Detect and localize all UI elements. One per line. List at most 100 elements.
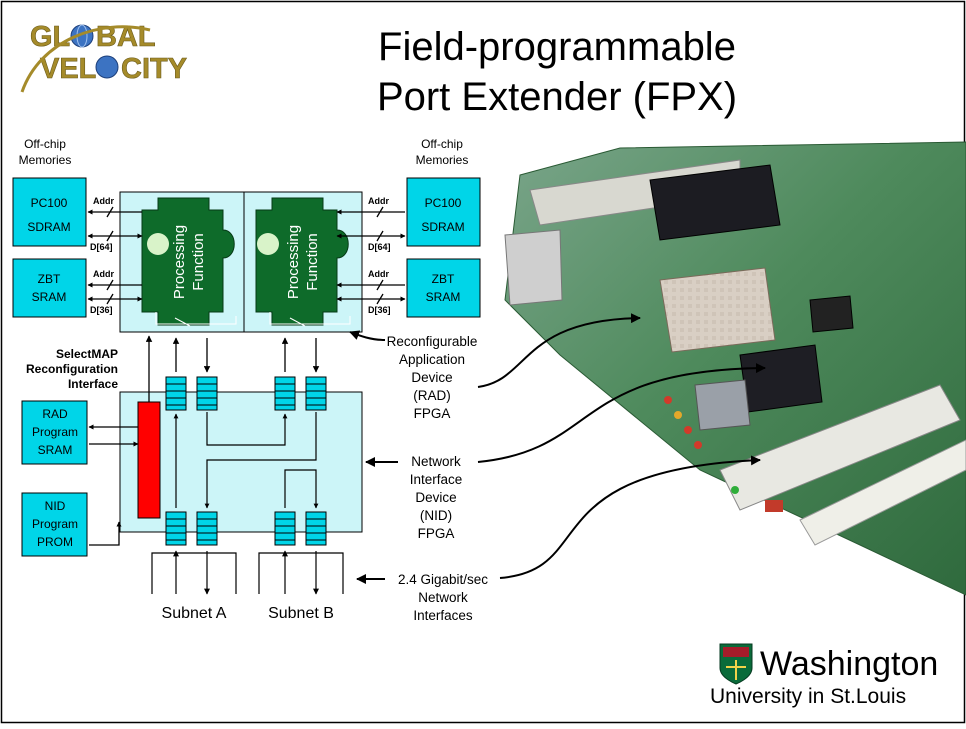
- selectmap-label: SelectMAP Reconfiguration Interface: [26, 347, 118, 391]
- nid-program-label-1: NID: [45, 499, 66, 513]
- network-callout-2: Network: [418, 590, 468, 605]
- rad-callout-3: Device: [411, 370, 452, 385]
- processing-left-return-path: [155, 312, 237, 325]
- rad-fpga-chip: [659, 267, 776, 353]
- left-sdram-addr-label: Addr: [93, 196, 114, 206]
- queue-top-left-a: [165, 376, 187, 411]
- nid-switch-paths: [173, 412, 319, 509]
- queue-top-left-b: [196, 376, 218, 411]
- rad-program-sram-box: RAD Program SRAM: [21, 400, 88, 465]
- logo-swoosh-icon: [20, 25, 151, 93]
- prom-chip: [694, 379, 751, 431]
- left-sdram-label-2: SDRAM: [27, 220, 70, 234]
- wustl-shield-icon: [719, 643, 753, 685]
- subnet-b-port: [258, 550, 344, 595]
- processing-label-right-1: Processing: [285, 225, 302, 299]
- right-memories-heading-2: Memories: [416, 153, 469, 167]
- nid-callout-5: FPGA: [418, 526, 455, 541]
- left-sram-addr-slash: [106, 279, 114, 291]
- rad-callout-left-arrow: [349, 330, 386, 341]
- right-memories-heading-1: Off-chip: [421, 137, 463, 151]
- right-sdram-label-1: PC100: [425, 196, 462, 210]
- processing-left-switch: [174, 317, 191, 327]
- left-sram-addr-label: Addr: [93, 269, 114, 279]
- right-sram-label-2: SRAM: [426, 290, 461, 304]
- rad-program-label-1: RAD: [42, 407, 68, 421]
- slide-title: Field-programmable Port Extender (FPX): [377, 25, 737, 119]
- logo-text-gl: GL: [30, 21, 70, 53]
- led-amber-icon: [674, 411, 682, 419]
- right-sdram-box: PC100 SDRAM: [406, 177, 481, 247]
- network-callout-board-arrow: [499, 455, 761, 579]
- subnet-a-port: [151, 550, 237, 595]
- nid-fpga-chip: [739, 344, 823, 413]
- right-sram-data-label: D[36]: [368, 305, 391, 315]
- processing-function-left-connector-icon: [147, 233, 169, 255]
- power-module: [649, 164, 781, 241]
- right-sdram-data-slash: [376, 230, 384, 242]
- processing-function-right: Processing Function: [255, 197, 351, 327]
- nid-path-4: [284, 469, 319, 509]
- program-links: [88, 424, 139, 546]
- processing-function-left: Processing Function: [141, 197, 237, 327]
- led-green-icon: [731, 486, 739, 494]
- selectmap-label-2: Reconfiguration: [26, 362, 118, 376]
- processing-right-switch: [289, 317, 306, 327]
- right-sdram-label-2: SDRAM: [421, 220, 464, 234]
- selectmap-bar: [137, 401, 161, 519]
- jumper-block: [765, 500, 783, 512]
- nid-program-label-2: Program: [32, 517, 78, 531]
- network-callout: 2.4 Gigabit/sec Network Interfaces: [398, 572, 488, 623]
- nid-program-link: [89, 521, 122, 546]
- right-sdram-addr-label: Addr: [368, 196, 389, 206]
- processing-label-left-2: Function: [190, 233, 207, 291]
- left-memories-heading-2: Memories: [19, 153, 72, 167]
- left-sram-data-label: D[36]: [90, 305, 113, 315]
- nid-callout-3: Device: [415, 490, 456, 505]
- nid-program-label-3: PROM: [37, 535, 73, 549]
- network-callout-3: Interfaces: [413, 608, 473, 623]
- long-connector: [719, 384, 961, 511]
- washington-wordmark: Washington: [760, 645, 938, 683]
- bus-labels: Addr D[64] Addr D[36] Addr D[64] Addr D[…: [90, 196, 391, 315]
- nid-callout-4: (NID): [420, 508, 452, 523]
- nid-callout-board-arrow: [477, 363, 766, 463]
- left-sram-box: ZBT SRAM: [12, 258, 87, 318]
- global-velocity-logo: GL BAL VEL CITY: [20, 21, 187, 93]
- processing-function-right-shape: [255, 197, 349, 326]
- left-sram-data-slash: [106, 293, 114, 305]
- queue-bottom-right-b: [305, 511, 327, 546]
- processing-function-left-shape: [141, 197, 235, 326]
- right-sram-addr-slash: [376, 279, 384, 291]
- queue-top-right-a: [274, 376, 296, 411]
- rad-callout: Reconfigurable Application Device (RAD) …: [387, 334, 478, 421]
- subnet-a-label: Subnet A: [162, 605, 227, 622]
- left-sdram-data-label: D[64]: [90, 242, 113, 252]
- subnet-b-bracket: [258, 552, 344, 594]
- left-sdram-box: PC100 SDRAM: [12, 177, 87, 247]
- network-callout-1: 2.4 Gigabit/sec: [398, 572, 488, 587]
- rad-callout-board-arrow: [477, 313, 641, 388]
- left-sdram-data-slash: [106, 230, 114, 242]
- queue-bottom-left-b: [196, 511, 218, 546]
- left-sram-label-2: SRAM: [32, 290, 67, 304]
- processing-label-right-2: Function: [304, 233, 321, 291]
- callout-arrows: [349, 313, 766, 584]
- nid-callout-2: Interface: [410, 472, 463, 487]
- rad-callout-2: Application: [399, 352, 465, 367]
- logo-text-vel: VEL: [40, 53, 96, 85]
- subnet-b-label: Subnet B: [268, 605, 334, 622]
- right-sram-box: ZBT SRAM: [406, 258, 481, 318]
- rad-nid-links: [172, 337, 320, 373]
- globe-icon-2: [95, 55, 119, 79]
- washington-university-logo: Washington University in St.Louis: [710, 643, 938, 708]
- processing-right-return-path: [269, 312, 351, 325]
- nid-path-3: [204, 412, 317, 509]
- edge-connector-bottom: [799, 439, 966, 546]
- board-edge-connector: [504, 229, 563, 306]
- memory-buses: [87, 206, 406, 305]
- nid-callout: Network Interface Device (NID) FPGA: [410, 454, 463, 541]
- university-wordmark: University in St.Louis: [710, 685, 906, 708]
